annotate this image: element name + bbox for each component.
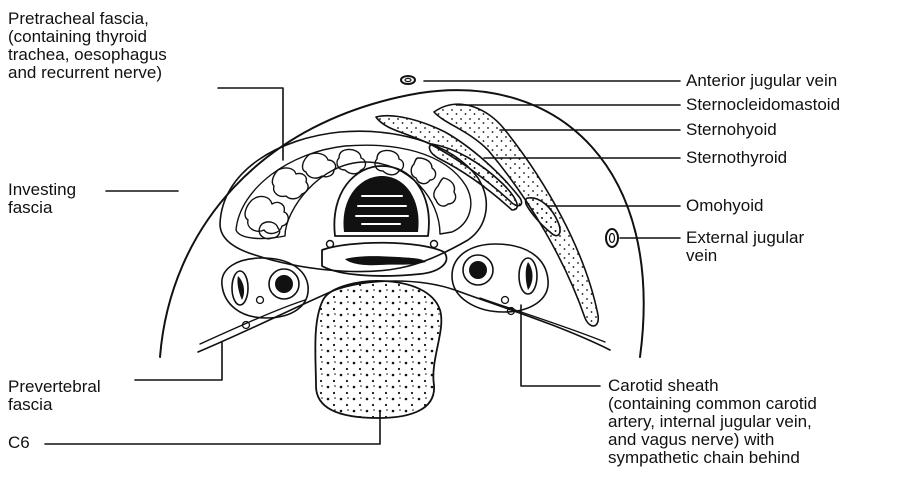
label-sternocleidomastoid: Sternocleidomastoid (686, 96, 840, 114)
right-carotid-sheath (452, 244, 548, 312)
label-external-jugular-vein: External jugular vein (686, 229, 804, 265)
sternocleidomastoid-muscle (434, 104, 598, 326)
label-omohyoid: Omohyoid (686, 197, 763, 215)
label-investing-fascia: Investing fascia (8, 181, 76, 217)
left-carotid-sheath (222, 258, 308, 318)
external-jugular-vein (606, 229, 618, 247)
label-prevertebral-fascia: Prevertebral fascia (8, 378, 101, 414)
label-sternohyoid: Sternohyoid (686, 121, 777, 139)
label-anterior-jugular-vein: Anterior jugular vein (686, 72, 837, 90)
label-sternothyroid: Sternothyroid (686, 149, 787, 167)
label-carotid-sheath: Carotid sheath (containing common caroti… (608, 377, 817, 467)
label-c6: C6 (8, 434, 30, 452)
anterior-jugular-vein (401, 76, 415, 84)
c6-vertebra (315, 281, 441, 418)
label-pretracheal-fascia: Pretracheal fascia, (containing thyroid … (8, 10, 167, 82)
